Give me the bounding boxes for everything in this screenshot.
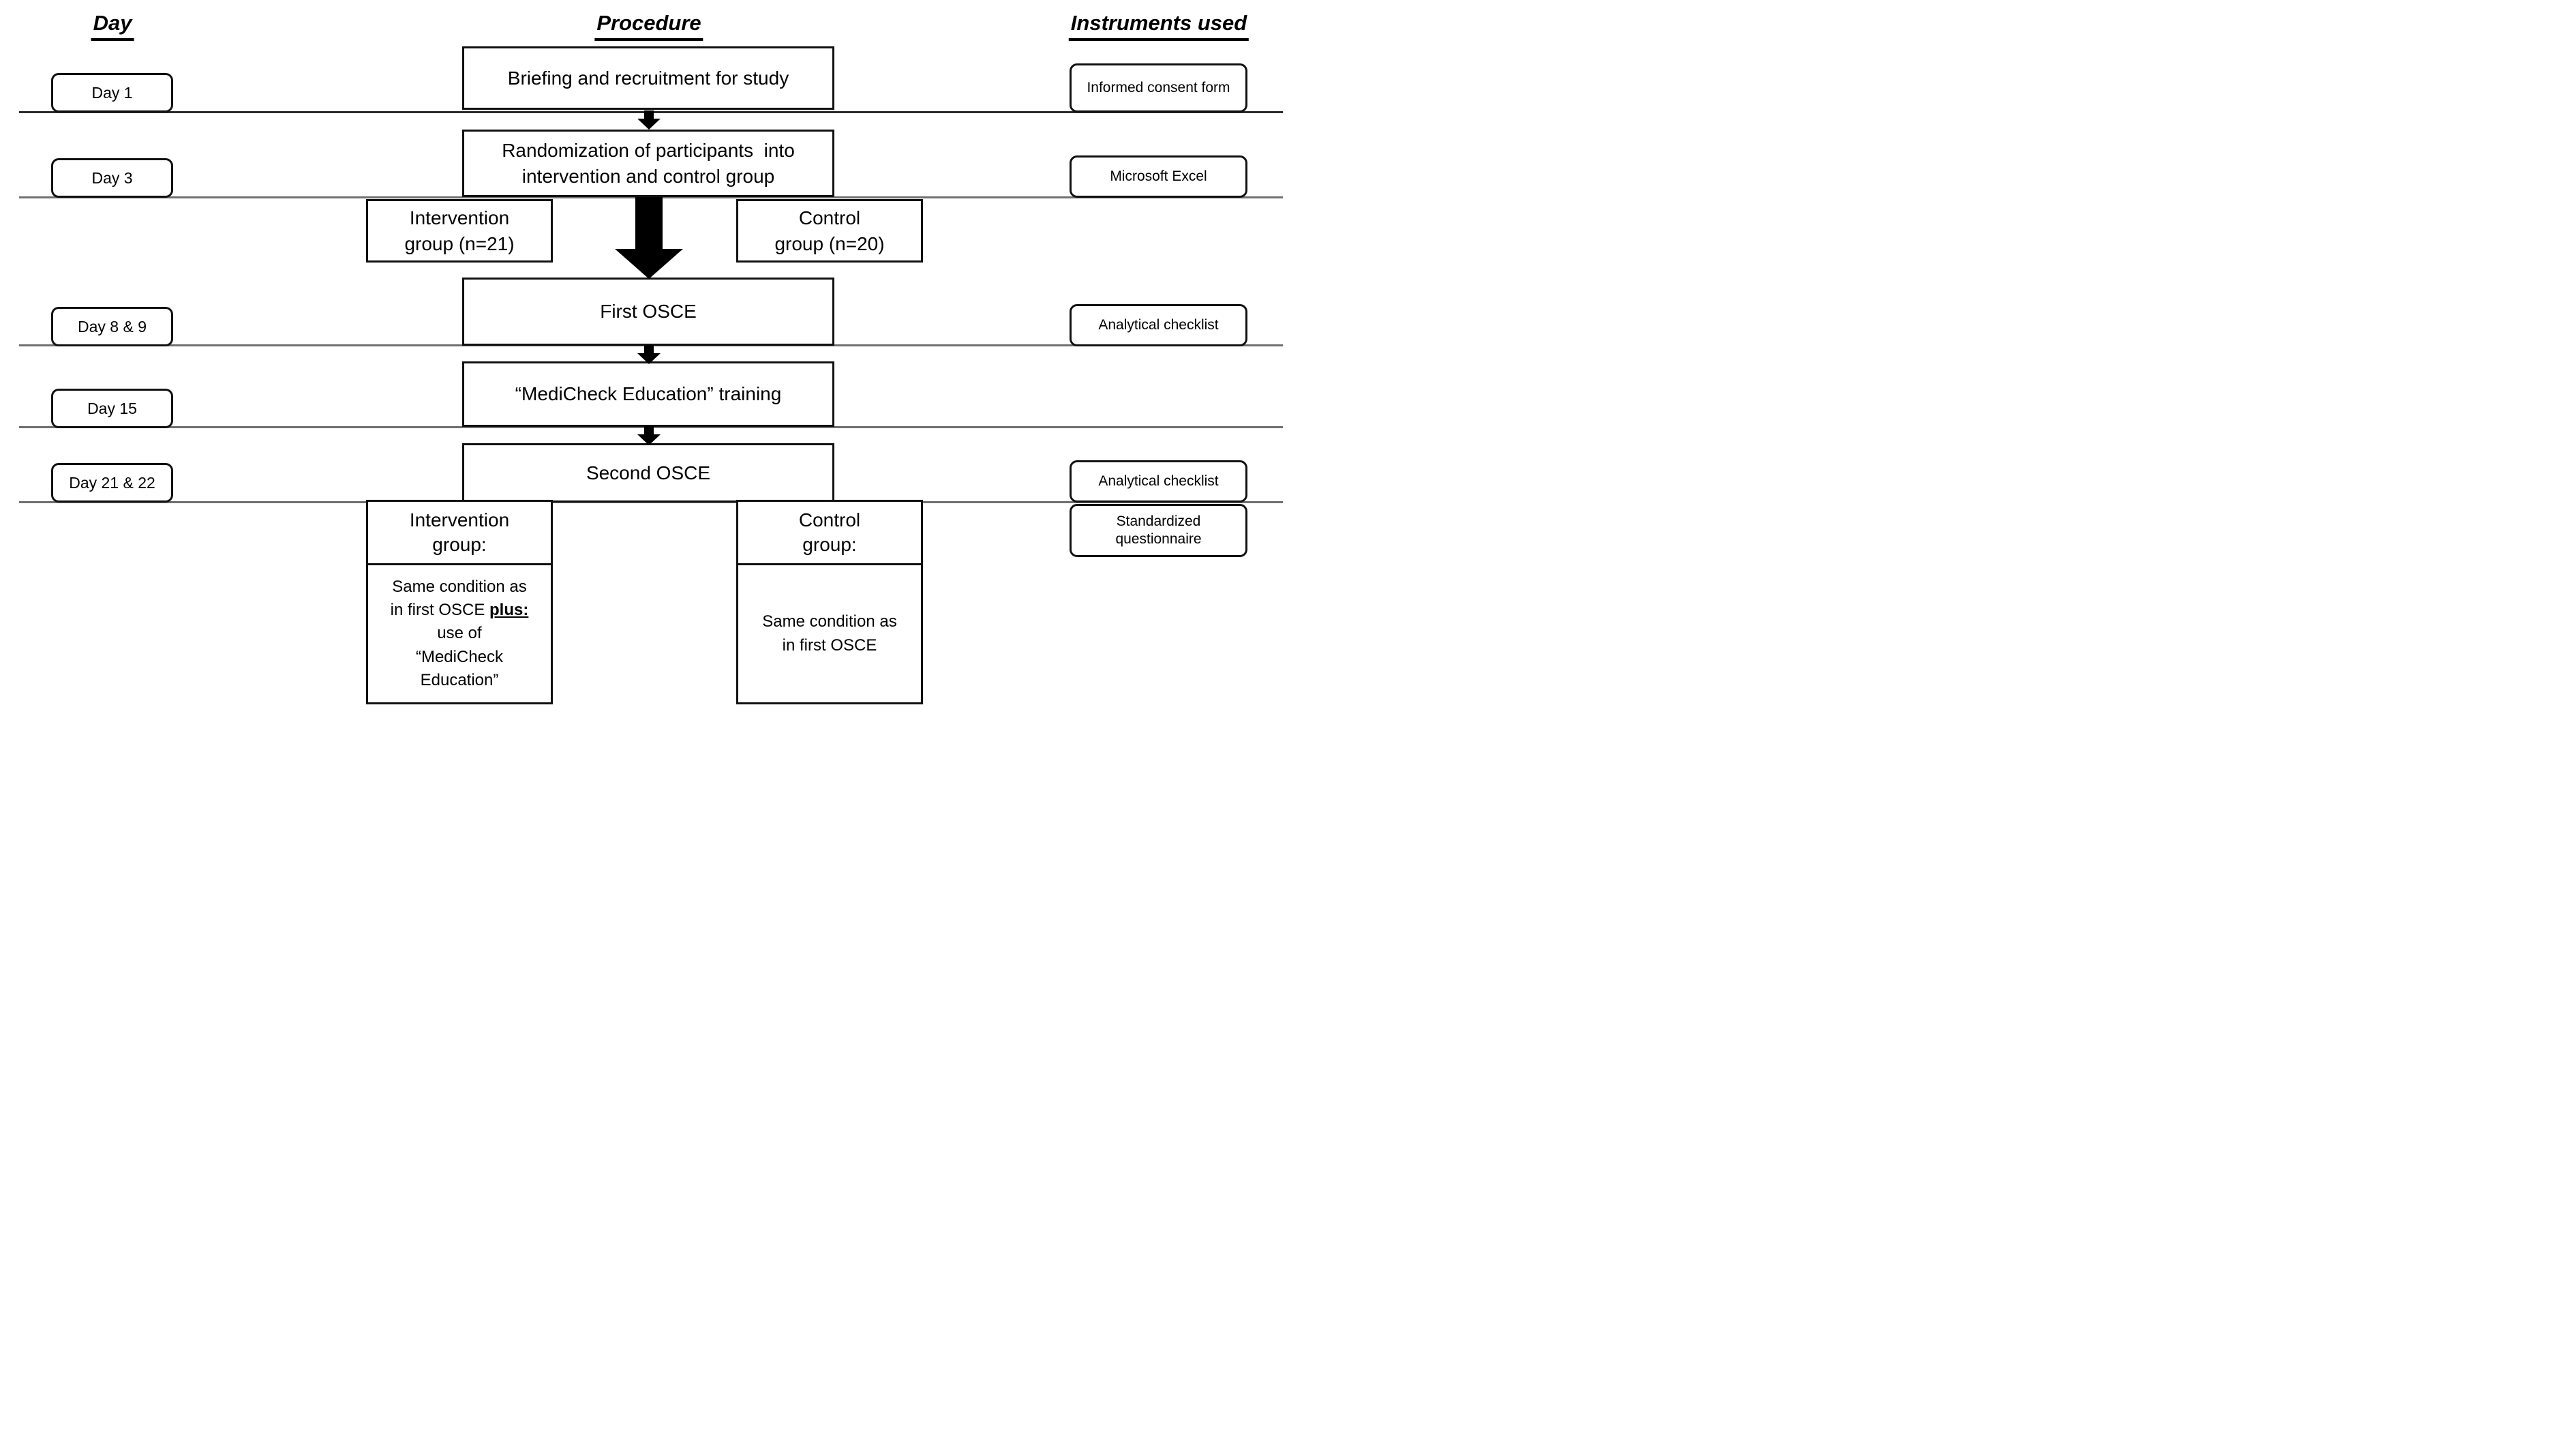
intervention-body-line3: use of	[437, 624, 482, 643]
first-osce-box: First OSCE	[462, 278, 834, 346]
medicheck-training-box: “MediCheck Education” training	[462, 361, 834, 427]
randomization-line2: intervention and control group	[521, 165, 775, 187]
control-body-line1: Same condition as	[762, 612, 897, 631]
randomization-box: Randomization of participants into inter…	[462, 130, 834, 197]
arrow-shaft	[635, 197, 663, 249]
randomization-line1: Randomization of participants into	[502, 139, 795, 161]
day-box-8-9-label: Day 8 & 9	[78, 317, 147, 335]
instruments-column-header-label: Instruments used	[1068, 11, 1249, 41]
arrow-head	[637, 119, 661, 130]
day-box-1: Day 1	[51, 73, 173, 113]
control-group-line2: group (n=20)	[774, 233, 885, 254]
intervention-body-line2: in first OSCE plus:	[391, 599, 529, 622]
arrow-head	[637, 434, 661, 445]
analytical-checklist-1-label: Analytical checklist	[1098, 317, 1219, 333]
day-column-header: Day	[91, 11, 134, 41]
down-arrow-icon	[637, 426, 661, 445]
study-procedure-flowchart: Day Procedure Instruments used Day 1 Day…	[0, 0, 1288, 718]
day-box-15-label: Day 15	[87, 399, 137, 417]
intervention-group-line1: Intervention	[409, 207, 510, 228]
procedure-column-header-label: Procedure	[594, 11, 703, 41]
day-column-header-label: Day	[91, 11, 134, 41]
procedure-column-header: Procedure	[594, 11, 703, 41]
control-header-line2: group:	[802, 534, 857, 555]
arrow-shaft	[644, 426, 654, 434]
standardized-questionnaire-box: Standardized questionnaire	[1070, 504, 1247, 557]
day-box-21-22: Day 21 & 22	[51, 463, 173, 503]
medicheck-training-label: “MediCheck Education” training	[515, 383, 782, 405]
day-box-3: Day 3	[51, 158, 173, 198]
control-body-line2: in first OSCE	[782, 635, 877, 655]
intervention-body-line2-plus: plus:	[489, 601, 529, 620]
informed-consent-label: Informed consent form	[1087, 80, 1230, 96]
arrow-head	[637, 353, 661, 364]
first-osce-label: First OSCE	[600, 301, 697, 323]
second-osce-control-body: Same condition as in first OSCE	[738, 565, 921, 702]
second-osce-control-box: Control group: Same condition as in firs…	[736, 500, 923, 704]
intervention-body-line4: “MediCheck	[415, 647, 504, 666]
day-box-1-label: Day 1	[91, 83, 133, 102]
arrow-head	[615, 249, 683, 279]
second-osce-label: Second OSCE	[586, 462, 711, 483]
down-arrow-icon	[637, 345, 661, 364]
control-group-line1: Control	[798, 207, 861, 228]
intervention-body-line2-pre: in first OSCE	[390, 601, 490, 620]
briefing-box: Briefing and recruitment for study	[462, 46, 834, 110]
arrow-shaft	[644, 345, 654, 353]
day-box-21-22-label: Day 21 & 22	[69, 473, 155, 492]
intervention-header-line2: group:	[432, 534, 487, 555]
microsoft-excel-box: Microsoft Excel	[1070, 155, 1247, 198]
day-box-3-label: Day 3	[91, 168, 133, 187]
day-box-15: Day 15	[51, 389, 173, 428]
standardized-questionnaire-label: Standardized questionnaire	[1115, 513, 1202, 547]
second-osce-box: Second OSCE	[462, 443, 834, 503]
control-header-line1: Control	[798, 509, 861, 530]
down-arrow-icon	[637, 110, 661, 130]
intervention-header-line1: Intervention	[409, 509, 510, 530]
arrow-shaft	[644, 110, 654, 119]
instruments-column-header: Instruments used	[1068, 11, 1249, 41]
analytical-checklist-box-2: Analytical checklist	[1070, 460, 1247, 503]
second-osce-intervention-box: Intervention group: Same condition as in…	[366, 500, 553, 704]
microsoft-excel-label: Microsoft Excel	[1110, 168, 1207, 185]
analytical-checklist-box-1: Analytical checklist	[1070, 304, 1247, 346]
intervention-group-line2: group (n=21)	[404, 233, 515, 254]
analytical-checklist-2-label: Analytical checklist	[1098, 473, 1219, 490]
big-down-arrow-icon	[615, 197, 683, 279]
second-osce-control-header: Control group:	[738, 502, 921, 565]
second-osce-intervention-body: Same condition as in first OSCE plus: us…	[368, 565, 551, 702]
second-osce-intervention-header: Intervention group:	[368, 502, 551, 565]
control-group-box: Control group (n=20)	[736, 199, 923, 263]
briefing-label: Briefing and recruitment for study	[507, 67, 789, 89]
intervention-body-line1: Same condition as	[392, 578, 527, 597]
informed-consent-box: Informed consent form	[1070, 63, 1247, 113]
intervention-body-line5: Education”	[420, 670, 499, 689]
intervention-group-box: Intervention group (n=21)	[366, 199, 553, 263]
day-box-8-9: Day 8 & 9	[51, 307, 173, 346]
